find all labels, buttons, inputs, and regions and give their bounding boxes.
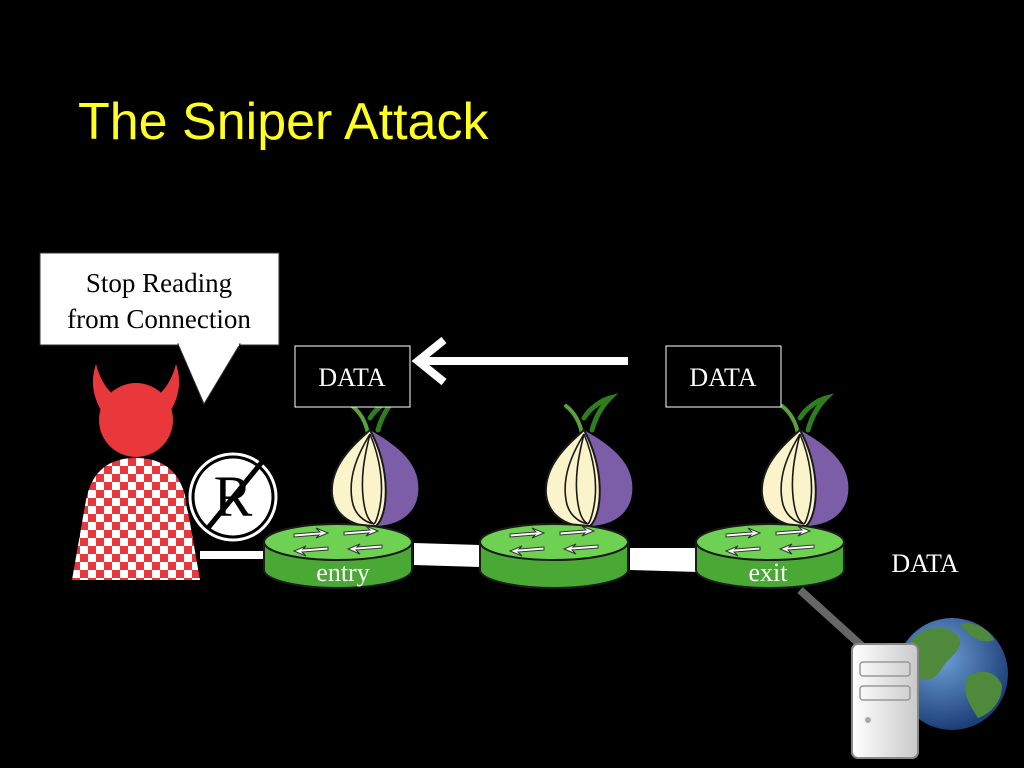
- data-box-right: DATA: [665, 345, 782, 408]
- server-icon: [851, 643, 919, 759]
- router-icon: [479, 523, 629, 589]
- speech-bubble-line1: Stop Reading: [86, 268, 232, 298]
- svg-text:DATA: DATA: [318, 363, 385, 392]
- no-reading-icon: R: [185, 449, 281, 545]
- data-outside-label: DATA: [891, 549, 958, 578]
- link-entry-middle: [414, 543, 480, 567]
- speech-bubble-line2: from Connection: [67, 304, 251, 334]
- tor-onion-icon: [762, 398, 849, 526]
- slide-title: The Sniper Attack: [78, 93, 489, 151]
- tor-onion-icon: [332, 398, 419, 526]
- speech-bubble: Stop Reading from Connection: [39, 252, 280, 406]
- link-middle-exit: [630, 548, 698, 572]
- exit-label: exit: [749, 558, 789, 587]
- globe-icon: [896, 618, 1008, 730]
- entry-label: entry: [316, 558, 369, 587]
- svg-text:DATA: DATA: [689, 363, 756, 392]
- link-exit-server: [797, 587, 867, 651]
- tor-onion-icon: [546, 398, 633, 526]
- attacker-link: [200, 551, 266, 559]
- data-box-left: DATA: [294, 345, 411, 408]
- arrow-left-icon: [411, 336, 628, 386]
- devil-attacker-icon: [72, 364, 200, 580]
